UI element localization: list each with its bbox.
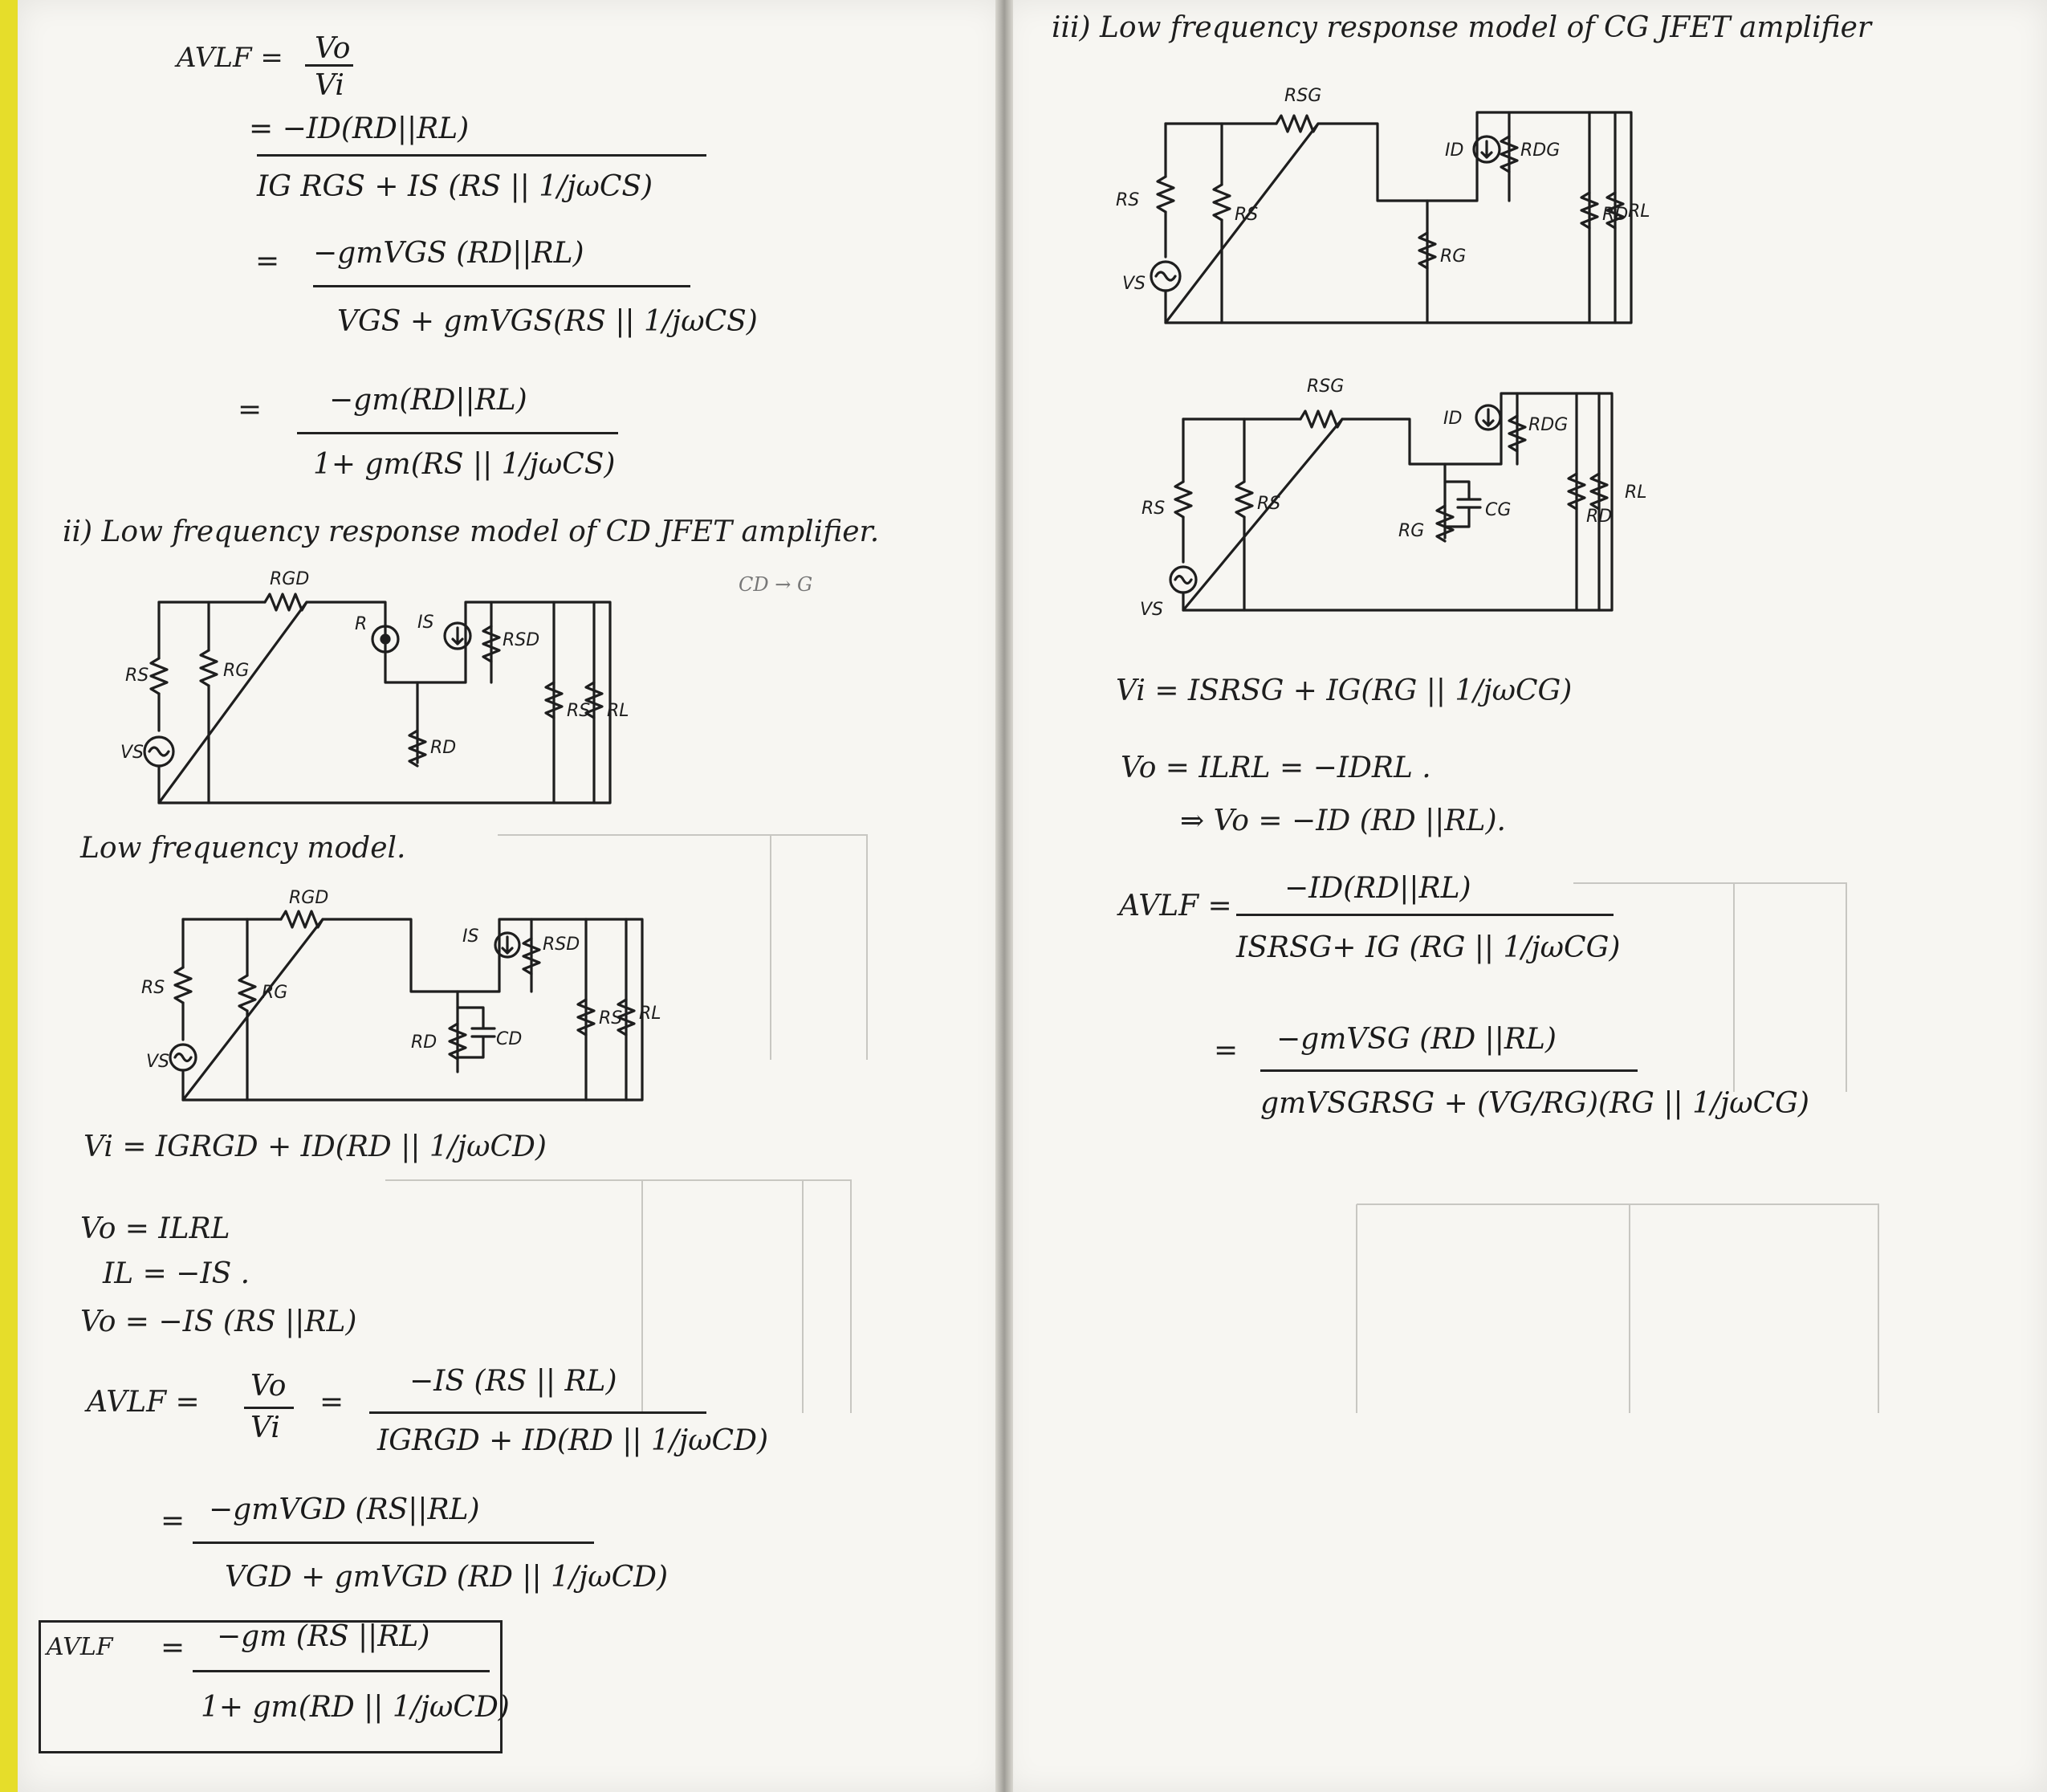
step2-numerator: −gmVGS (RD||RL) [313, 237, 584, 270]
label-rd: RD [430, 738, 456, 758]
equals-sign: = [161, 1631, 185, 1664]
cd-note: CD → G [739, 573, 813, 596]
step3-denominator: 1+ gm(RS || 1/jωCS) [313, 448, 616, 481]
final-denominator: 1+ gm(RD || 1/jωCD) [201, 1691, 510, 1724]
fraction-bar [193, 1542, 594, 1544]
label-id: ID [1445, 141, 1463, 161]
cd-step-numerator: −gmVGD (RS||RL) [209, 1493, 480, 1526]
equals-sign: = [161, 1505, 185, 1537]
fraction-numerator: Vo [315, 32, 351, 65]
step1-numerator: = −ID(RD||RL) [249, 112, 470, 145]
label-cd: CD [496, 1029, 522, 1049]
cg-step-numerator: −gmVSG (RD ||RL) [1276, 1023, 1557, 1056]
fraction-denominator: Vi [250, 1411, 280, 1444]
fraction-bar [369, 1411, 706, 1414]
label-rs2: RS [599, 1008, 622, 1028]
label-rsg: RSG [1307, 377, 1344, 397]
final-avlf-lhs: AVLF [47, 1633, 113, 1661]
fraction-bar [244, 1407, 294, 1409]
label-rsg: RSG [1284, 86, 1321, 106]
label-rd: RD [1586, 507, 1612, 527]
equals-sign: = [319, 1386, 344, 1419]
cd-il-equation: IL = −IS . [103, 1257, 250, 1290]
label-rg: RG [262, 983, 287, 1003]
label-rl: RL [1625, 483, 1647, 503]
cg-vo-equation: Vo = ILRL = −IDRL . [1121, 751, 1431, 784]
cd-avlf-lhs: AVLF = [87, 1386, 200, 1419]
label-rsd: RSD [543, 935, 580, 955]
left-notebook-page [18, 0, 1003, 1792]
final-numerator: −gm (RS ||RL) [217, 1620, 430, 1653]
equals-sign: = [238, 393, 262, 426]
label-rdg: RDG [1520, 141, 1560, 161]
cg-section-heading: iii) Low frequency response model of CG … [1052, 11, 1872, 44]
fraction-denominator: Vi [315, 69, 344, 102]
label-vs: VS [1140, 600, 1163, 620]
cg-lf-circuit-diagram: RSG ID RDG RS RS VS RG CG RD RL [1140, 377, 1647, 620]
cg-avlf-denominator: ISRSG+ IG (RG || 1/jωCG) [1236, 931, 1621, 964]
fraction-numerator: Vo [250, 1370, 287, 1403]
label-id: ID [1443, 409, 1462, 429]
fraction-bar [297, 432, 618, 434]
cg-vo2-equation: ⇒ Vo = −ID (RD ||RL). [1180, 804, 1506, 837]
cg-vi-equation: Vi = ISRSG + IG(RG || 1/jωCG) [1116, 674, 1573, 707]
label-rs: RS [1142, 499, 1165, 519]
fraction-bar [257, 154, 706, 157]
cd-avlf-denominator: IGRGD + ID(RD || 1/jωCD) [377, 1424, 769, 1457]
right-notebook-page [1003, 0, 2047, 1792]
equals-sign: = [1214, 1034, 1239, 1067]
cg-step-denominator: gmVSGRSG + (VG/RG)(RG || 1/jωCG) [1260, 1087, 1809, 1120]
label-is: IS [462, 927, 478, 947]
equals-sign: = [255, 245, 280, 278]
label-vs: VS [146, 1052, 169, 1072]
cd-step-denominator: VGD + gmVGD (RD || 1/jωCD) [225, 1561, 669, 1594]
label-rs: RS [125, 666, 149, 686]
cd-vo2-equation: Vo = −IS (RS ||RL) [80, 1305, 357, 1338]
step2-denominator: VGS + gmVGS(RS || 1/jωCS) [337, 305, 758, 338]
cd-avlf-numerator: −IS (RS || RL) [409, 1365, 617, 1398]
final-answer-box [39, 1620, 503, 1753]
label-rg: RG [223, 661, 249, 681]
fraction-bar [313, 285, 690, 287]
fraction-bar [305, 64, 353, 67]
fraction-bar [193, 1670, 490, 1672]
label-rs: RS [141, 978, 165, 998]
avlf-lhs: AVLF = [177, 42, 283, 74]
label-rg: RG [1398, 521, 1424, 541]
cd-vi-equation: Vi = IGRGD + ID(RD || 1/jωCD) [83, 1130, 547, 1163]
label-rl: RL [1628, 202, 1650, 222]
fraction-bar [1236, 914, 1614, 916]
label-rs2: RS [1235, 205, 1258, 225]
cd-section-heading: ii) Low frequency response model of CD J… [63, 515, 880, 548]
label-rsd: RSD [503, 630, 539, 650]
cg-avlf-numerator: −ID(RD||RL) [1284, 872, 1471, 905]
label-rg: RG [1440, 246, 1466, 267]
label-rd: RD [1602, 205, 1628, 225]
step1-denominator: IG RGS + IS (RS || 1/jωCS) [257, 170, 653, 203]
label-rs2: RS [1257, 494, 1280, 514]
label-rs: RS [1116, 190, 1139, 210]
cg-circuit-diagram: RSG ID RDG RS RS VS RG RD RL [1116, 86, 1650, 324]
lf-model-heading: Low frequency model. [80, 832, 406, 865]
step3-numerator: −gm(RD||RL) [329, 384, 527, 417]
label-cg: CG [1485, 500, 1511, 520]
notebook-spine [995, 0, 1013, 1792]
label-rs2: RS [567, 701, 590, 721]
label-rgd: RGD [270, 569, 309, 589]
label-rl: RL [639, 1004, 661, 1024]
cd-lf-circuit-diagram: RGD IS RSD RS RG VS RD CD RS RL [141, 888, 661, 1102]
label-rgd: RGD [289, 888, 328, 908]
cd-vo-equation: Vo = ILRL [80, 1212, 230, 1245]
cd-circuit-diagram: RGD R IS RSD RS RG VS RD RS RL [120, 569, 629, 804]
label-rdg: RDG [1528, 415, 1568, 435]
fraction-bar [1260, 1069, 1638, 1072]
cg-avlf-lhs: AVLF = [1119, 890, 1232, 922]
label-r: R [355, 614, 367, 634]
label-vs: VS [120, 743, 144, 763]
label-rd: RD [411, 1032, 437, 1053]
label-is: IS [417, 613, 433, 633]
label-vs: VS [1122, 274, 1146, 294]
label-rl: RL [607, 701, 629, 721]
